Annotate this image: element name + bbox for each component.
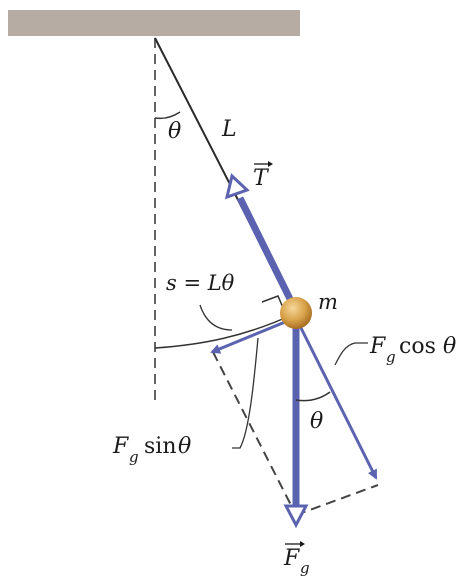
tension-label: T	[253, 166, 270, 191]
arc-path	[154, 312, 297, 349]
length-label: L	[221, 117, 237, 142]
right-angle-marker	[261, 295, 285, 311]
angle-arc-top	[154, 111, 181, 120]
svg-text:F: F	[369, 334, 386, 359]
angle-arc-bottom	[295, 391, 331, 402]
component-dashed-line	[212, 351, 297, 516]
fg-sin-vector	[210, 318, 291, 354]
pendulum-bob	[280, 297, 312, 329]
fg-cos-vector	[294, 317, 378, 480]
gravity-label-arrowhead	[300, 541, 305, 547]
ceiling	[8, 10, 300, 36]
svg-text:g: g	[129, 448, 139, 466]
svg-text:θ: θ	[443, 334, 456, 359]
fg-sin-leader	[232, 337, 259, 449]
svg-text:g: g	[300, 559, 310, 577]
angle-label-top: θ	[168, 119, 181, 144]
mass-label: m	[318, 290, 338, 314]
fg-cos-label: F g cos θ	[369, 334, 456, 366]
gravity-arrowhead	[283, 504, 309, 529]
tension-label-arrowhead	[268, 161, 273, 167]
svg-text:F: F	[112, 434, 129, 459]
svg-text:sin: sin	[144, 434, 177, 459]
component-dashed-line	[295, 484, 379, 516]
angle-label-bottom: θ	[310, 409, 323, 434]
svg-text:g: g	[386, 348, 396, 366]
fg-cos-leader	[334, 342, 368, 366]
gravity-label: F g	[283, 541, 310, 577]
arc-label-leader	[199, 304, 233, 331]
fg-sin-label: F g sin θ	[112, 434, 191, 466]
tension-arrowhead	[224, 173, 250, 200]
svg-text:cos: cos	[399, 334, 436, 359]
tension-vector	[236, 196, 297, 307]
arc-length-label: s = Lθ	[166, 271, 235, 295]
svg-text:θ: θ	[178, 434, 191, 459]
svg-text:F: F	[283, 546, 300, 571]
